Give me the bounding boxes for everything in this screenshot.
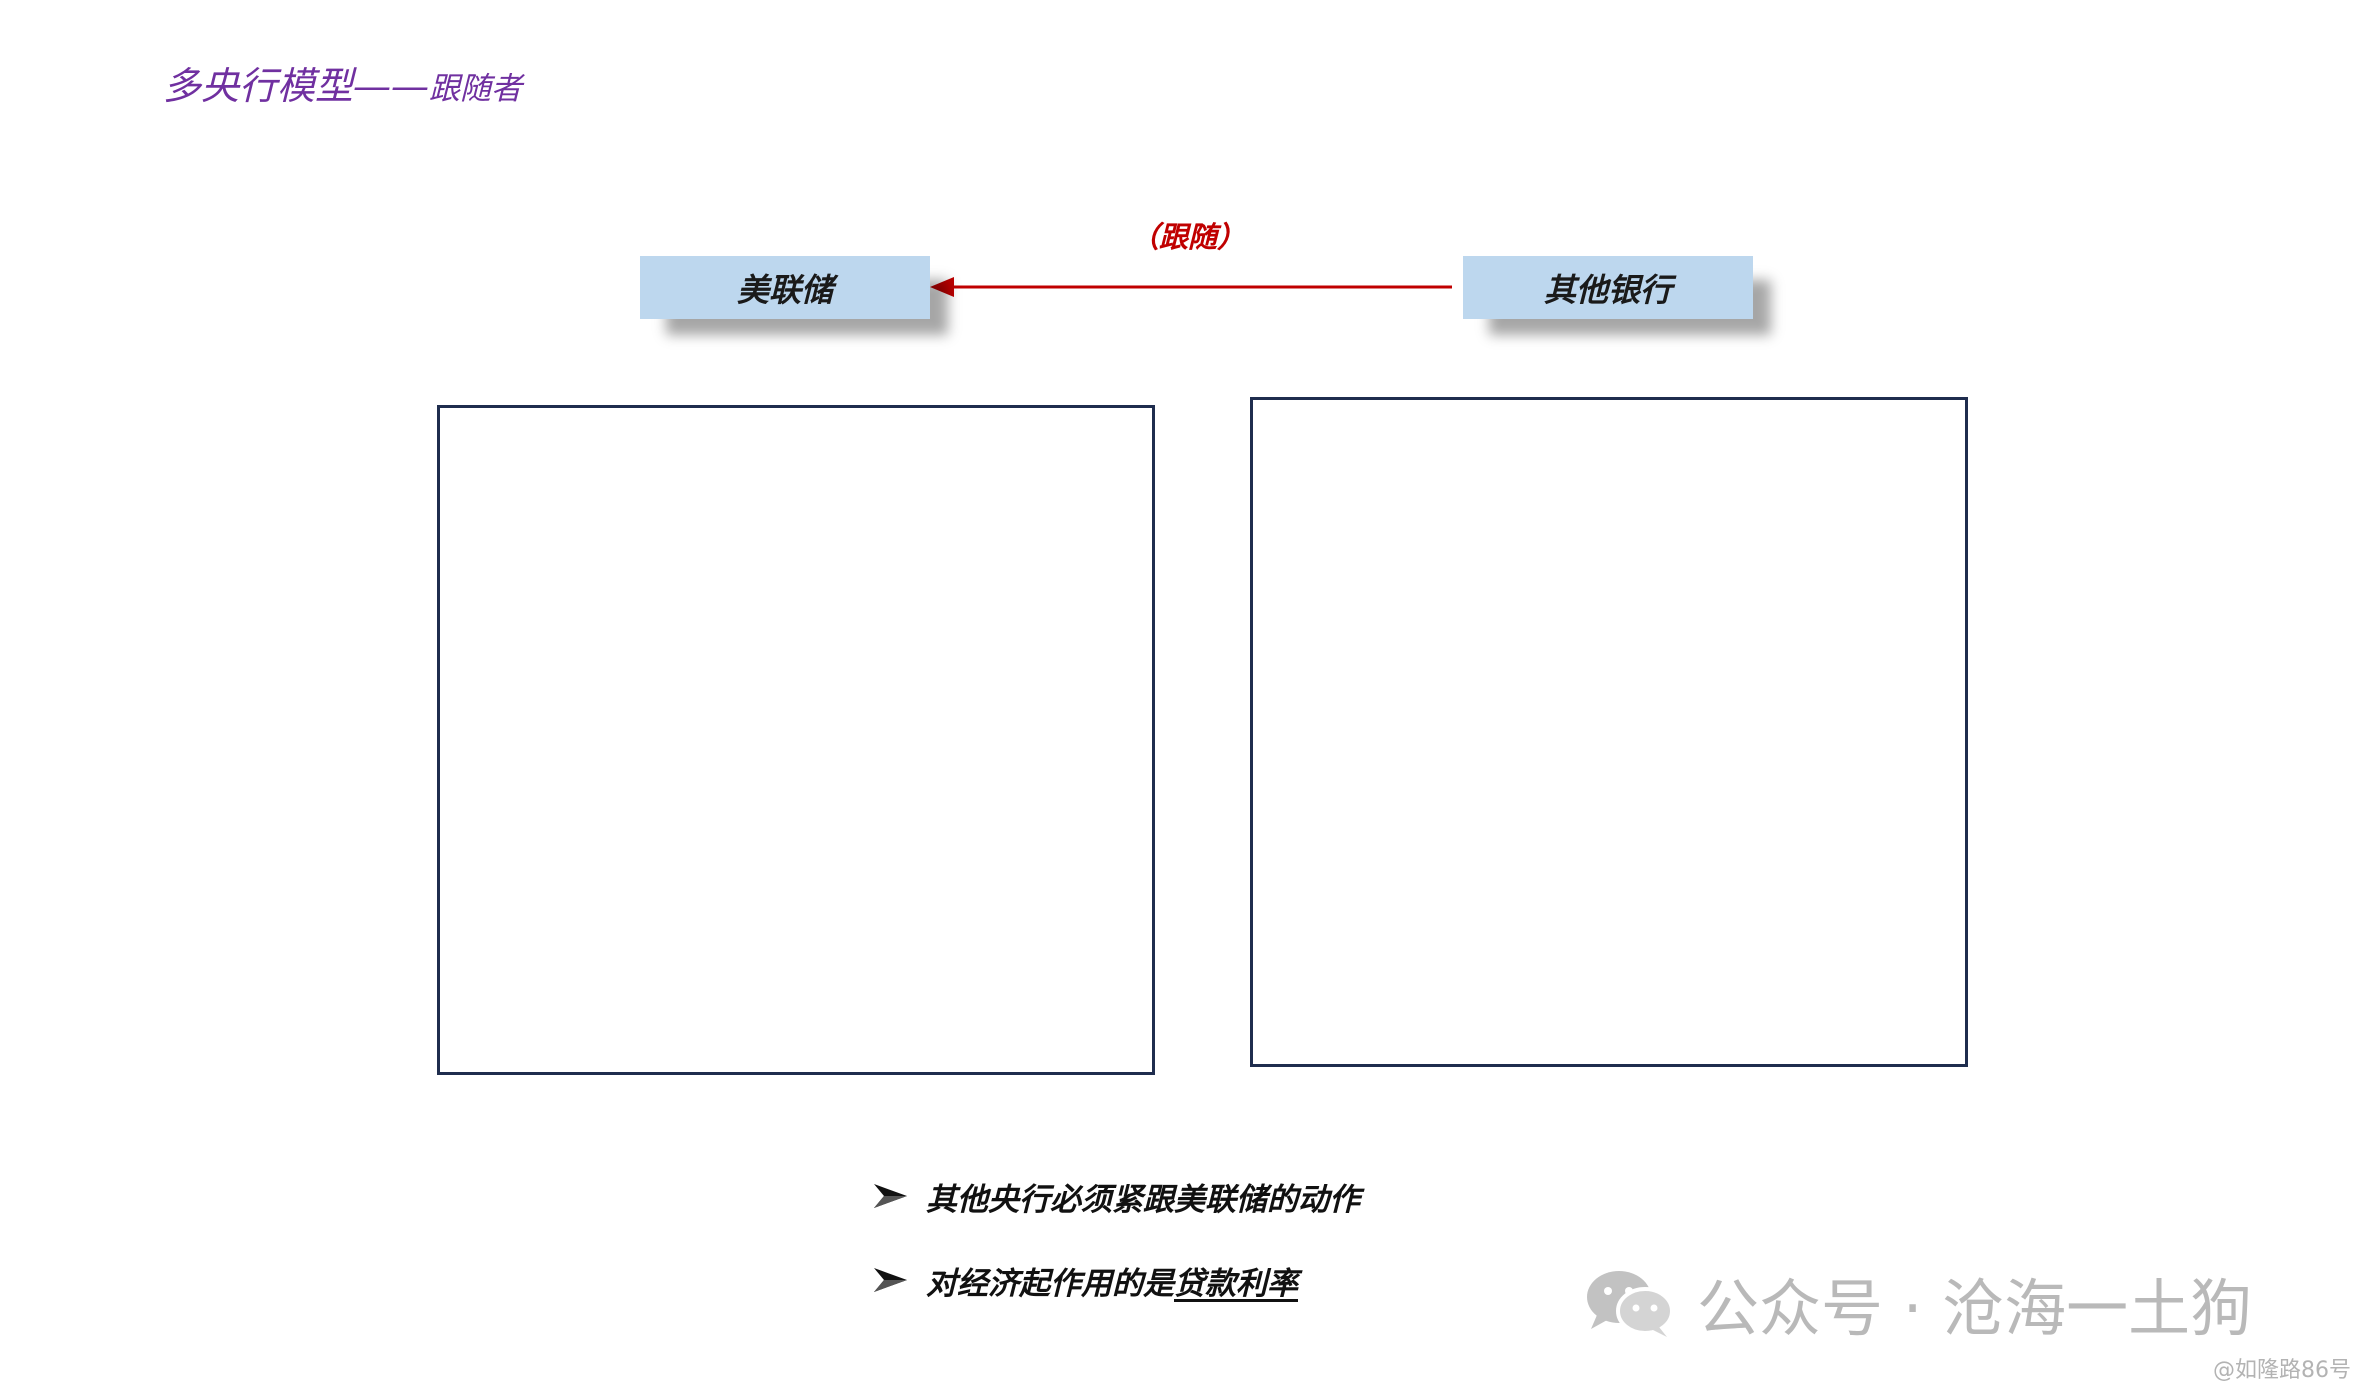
arrowhead-bullet-icon [874,1184,907,1208]
bullet-list: 其他央行必须紧跟美联储的动作 对经济起作用的是贷款利率 [872,1172,1360,1340]
wechat-icon [1587,1271,1674,1337]
bullet-item: 对经济起作用的是贷款利率 [872,1256,1360,1304]
page-title-sub: 跟随者 [429,71,523,107]
arrowhead-bullet-icon [874,1268,907,1292]
node-other-banks: 其他银行 [1463,256,1753,319]
bullet-item: 其他央行必须紧跟美联储的动作 [872,1172,1360,1220]
node-other-banks-label: 其他银行 [1543,270,1672,309]
edge-label-follow: （跟随） [1130,220,1247,254]
watermark: 公众号 · 沧海一土狗 [1583,1258,2252,1348]
page-title-main: 多央行模型—— [163,64,430,108]
bullet-text: 其他央行必须紧跟美联储的动作 [926,1181,1360,1218]
page-title: 多央行模型——跟随者 [163,55,522,110]
watermark-text: 公众号 · 沧海一土狗 [1697,1272,2253,1345]
panel-left [437,405,1155,1075]
bullet-text: 对经济起作用的是 [926,1265,1174,1302]
panel-right [1250,397,1968,1067]
node-fed-label: 美联储 [736,270,833,309]
watermark-handle: @如隆路86号 [2213,1358,2351,1383]
node-fed: 美联储 [640,256,930,319]
bullet-emphasis: 贷款利率 [1174,1265,1298,1302]
